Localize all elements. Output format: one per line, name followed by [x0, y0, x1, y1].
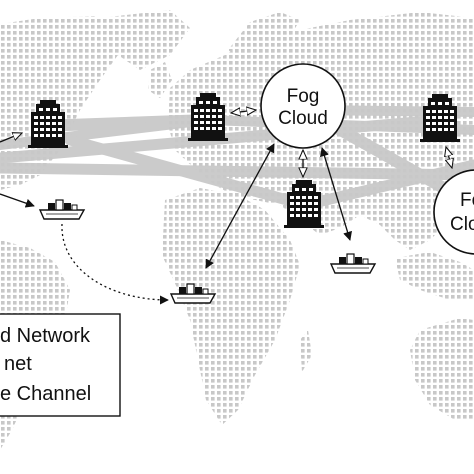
map-australia	[410, 318, 474, 420]
wired-link-arrow	[0, 133, 22, 143]
connections	[0, 110, 452, 305]
legend: d Network net e Channel	[0, 313, 121, 417]
wireless-link-arrow	[320, 147, 352, 241]
ship-icon-east	[330, 253, 376, 274]
map-madagascar	[300, 330, 312, 372]
ship-icon-west	[39, 199, 85, 220]
map-indonesia	[395, 252, 474, 300]
legend-item-2: net	[4, 353, 32, 375]
wireless-link-arrow	[205, 143, 275, 269]
fog-cloud-center: Fog Cloud	[260, 63, 346, 149]
map-greenland	[100, 10, 190, 70]
legend-item-1: d Network	[0, 325, 91, 347]
fog-cloud-center-label-line1: Fog	[287, 86, 320, 107]
fog-cloud-center-label-line2: Cloud	[278, 108, 328, 129]
fog-cloud-right-label-line1: Fo	[460, 190, 474, 211]
legend-item-3: e Channel	[0, 383, 91, 405]
wireless-link-arrow	[0, 193, 35, 208]
map-scandinavia	[228, 12, 300, 62]
migration-path-dotted	[61, 223, 169, 305]
wired-link-arrow	[446, 147, 452, 168]
fog-cloud-right-label-line2: Clo	[450, 214, 474, 235]
map-uk	[148, 62, 172, 98]
wired-link-arrow	[231, 110, 256, 113]
fog-cloud-right: Fo Clo	[433, 169, 474, 255]
